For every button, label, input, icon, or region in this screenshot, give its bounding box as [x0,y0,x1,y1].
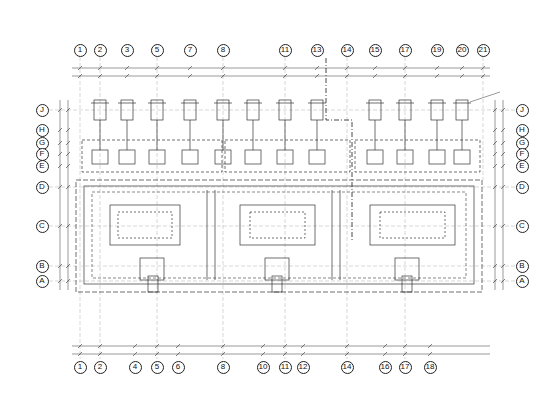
axis-bubble: 19 [431,44,444,57]
axis-bubble: 14 [341,361,354,374]
axis-label: 16 [381,363,390,371]
axis-label: 18 [426,363,435,371]
axis-bubble: E [516,160,529,173]
axis-label: J [40,106,44,114]
axis-bubble: 1 [74,361,87,374]
axis-label: 5 [155,46,159,54]
axis-label: F [520,150,525,158]
axis-bubble: B [516,260,529,273]
axis-label: 7 [188,46,192,54]
axis-bubble: 18 [424,361,437,374]
axis-bubble: 11 [279,44,292,57]
axis-bubble: 5 [151,361,164,374]
axis-label: B [39,262,44,270]
axis-bubble: 11 [279,361,292,374]
axis-bubble: 6 [172,361,185,374]
axis-label: D [39,183,45,191]
axis-bubble: A [36,275,49,288]
axis-label: 11 [281,363,289,371]
axis-bubble: H [516,124,529,137]
axis-label: H [39,126,45,134]
axis-label: A [519,277,524,285]
axis-label: A [39,277,44,285]
axis-label: 21 [479,46,488,54]
axis-bubble: 17 [399,361,412,374]
axis-bubble: 21 [477,44,490,57]
axis-label: 17 [401,363,410,371]
axis-label: 2 [98,363,102,371]
axis-bubble: 14 [341,44,354,57]
axis-label: D [519,183,525,191]
axis-bubble: C [516,220,529,233]
axis-label: 4 [133,363,137,371]
axis-bubble: 5 [151,44,164,57]
axis-bubble: 20 [456,44,469,57]
axis-bubble: F [516,148,529,161]
axis-label: 8 [221,363,225,371]
axis-label: 10 [259,363,268,371]
axis-label: 19 [433,46,442,54]
axis-bubble: 2 [94,361,107,374]
axis-label: 13 [313,46,322,54]
axis-label: 5 [155,363,159,371]
axis-bubble: F [36,148,49,161]
axis-bubble: D [36,181,49,194]
axis-label: G [39,139,45,147]
axis-label: 17 [401,46,410,54]
axis-bubble: 2 [94,44,107,57]
axis-label: 2 [98,46,102,54]
axis-bubble: B [36,260,49,273]
axis-label: C [519,222,525,230]
axis-label: 1 [78,363,82,371]
axis-bubble: 3 [121,44,134,57]
axis-label: G [519,139,525,147]
axis-bubble: 15 [369,44,382,57]
axis-bubble: 4 [129,361,142,374]
axis-label: B [519,262,524,270]
axis-label: 8 [221,46,225,54]
axis-label: E [519,162,524,170]
axis-bubble: D [516,181,529,194]
axis-label: 6 [176,363,180,371]
axis-bubble: E [36,160,49,173]
axis-bubble: 16 [379,361,392,374]
axis-label: 14 [343,46,352,54]
axis-bubble: 1 [74,44,87,57]
axis-label: 3 [125,46,129,54]
axis-label: 11 [281,46,289,54]
axis-bubble: 13 [311,44,324,57]
axis-bubble: A [516,275,529,288]
axis-label: E [39,162,44,170]
axis-label: 15 [371,46,380,54]
axis-label: J [520,106,524,114]
axis-label: F [40,150,45,158]
axis-label: 1 [78,46,82,54]
axis-label: 14 [343,363,352,371]
axis-bubble: 12 [297,361,310,374]
axis-bubble: H [36,124,49,137]
axis-bubble: 17 [399,44,412,57]
axis-label: C [39,222,45,230]
axis-label: 20 [458,46,467,54]
axis-bubble: 8 [217,361,230,374]
axis-bubble: 10 [257,361,270,374]
axis-bubble: C [36,220,49,233]
axis-bubble: J [36,104,49,117]
axis-bubble: 8 [217,44,230,57]
axis-label: H [519,126,525,134]
axis-label: 12 [299,363,308,371]
axis-bubble: J [516,104,529,117]
axis-bubble: 7 [184,44,197,57]
